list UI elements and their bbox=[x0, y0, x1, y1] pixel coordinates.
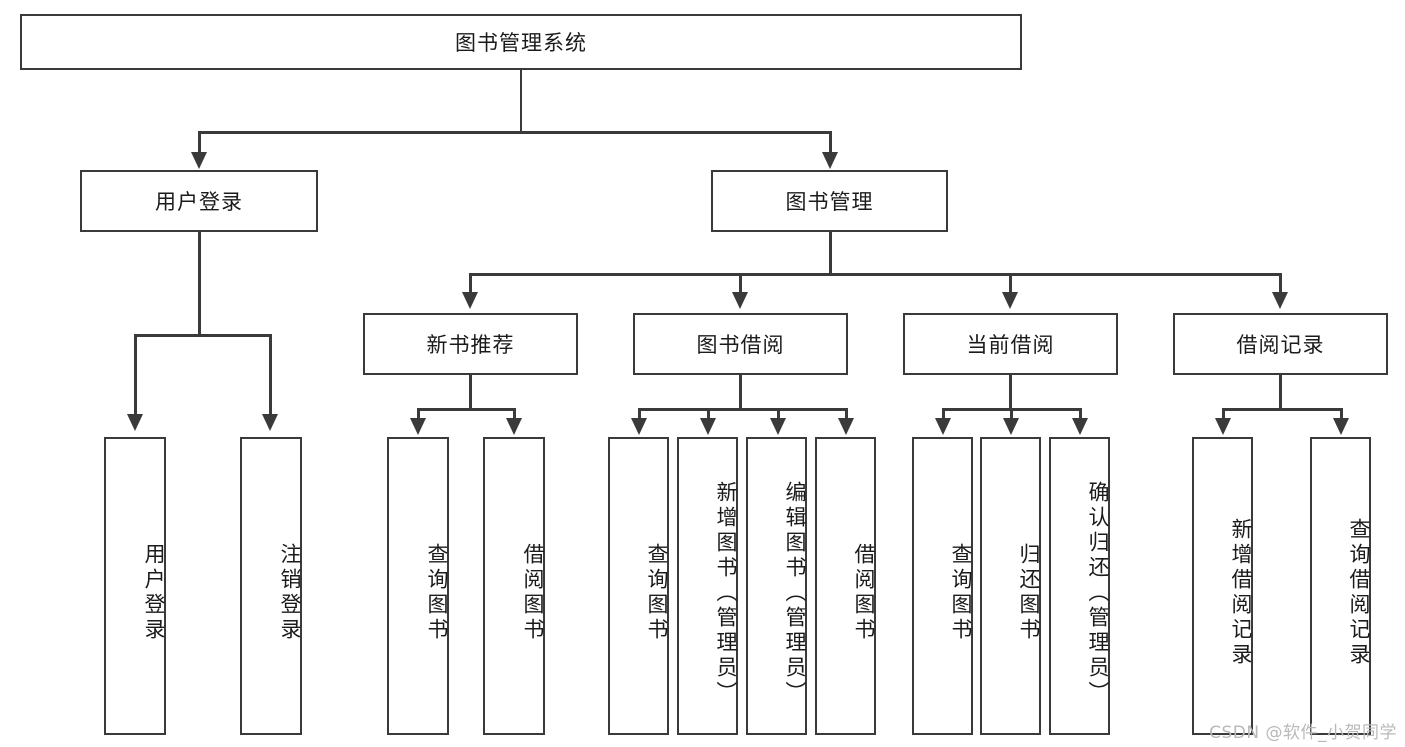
arrowhead-current-borrow-to-leaf-0 bbox=[935, 418, 951, 435]
leaf-label: 新增借阅记录 bbox=[1229, 518, 1253, 668]
leaf-book-borrow-query-books[interactable]: 查询图书 bbox=[608, 437, 669, 735]
arrowhead-new-book-to-leaf-0 bbox=[410, 418, 426, 435]
arrowhead-book-borrow-to-leaf-2 bbox=[770, 418, 786, 435]
arrowhead-borrow-record-to-leaf-1 bbox=[1333, 418, 1349, 435]
node-label: 图书管理系统 bbox=[455, 31, 587, 55]
leaf-label: 编辑图书（管理员） bbox=[783, 480, 807, 706]
node-label: 图书管理 bbox=[785, 190, 874, 214]
connector-current-borrow-to-leaf-2 bbox=[1079, 408, 1082, 420]
connector-book-mgmt-split-bar bbox=[469, 273, 1281, 276]
leaf-label: 借阅图书 bbox=[521, 543, 545, 643]
connector-borrow-record-to-leaf-0 bbox=[1222, 408, 1225, 420]
leaf-current-borrow-confirm-return-admin[interactable]: 确认归还（管理员） bbox=[1049, 437, 1110, 735]
arrowhead-current-borrow-to-leaf-1 bbox=[1003, 418, 1019, 435]
connector-current-borrow-trunk bbox=[1009, 375, 1012, 409]
leaf-user-login-login[interactable]: 用户登录 bbox=[104, 437, 166, 735]
connector-book-mgmt-to-borrow-record bbox=[1279, 273, 1282, 294]
node-label: 当前借阅 bbox=[966, 333, 1055, 357]
node-book-borrow[interactable]: 图书借阅 bbox=[633, 313, 848, 375]
leaf-label: 借阅图书 bbox=[852, 543, 876, 643]
leaf-label: 注销登录 bbox=[278, 543, 302, 643]
leaf-new-book-query-books[interactable]: 查询图书 bbox=[387, 437, 449, 735]
arrowhead-book-borrow-to-leaf-3 bbox=[838, 418, 854, 435]
leaf-book-borrow-borrow-books[interactable]: 借阅图书 bbox=[815, 437, 876, 735]
arrowhead-book-borrow-to-leaf-0 bbox=[631, 418, 647, 435]
arrowhead-root-to-user-login bbox=[191, 152, 207, 169]
leaf-label: 查询借阅记录 bbox=[1347, 518, 1371, 668]
arrowhead-book-mgmt-to-book-borrow bbox=[732, 292, 748, 309]
connector-root-split-bar bbox=[198, 131, 831, 134]
connector-user-login-to-leaf-0 bbox=[134, 334, 137, 417]
leaf-current-borrow-return-books[interactable]: 归还图书 bbox=[980, 437, 1041, 735]
node-label: 图书借阅 bbox=[696, 333, 785, 357]
connector-user-login-split-bar bbox=[134, 334, 270, 337]
node-user-login[interactable]: 用户登录 bbox=[80, 170, 318, 232]
leaf-label: 归还图书 bbox=[1017, 543, 1041, 643]
node-current-borrow[interactable]: 当前借阅 bbox=[903, 313, 1118, 375]
connector-borrow-record-split-bar bbox=[1222, 408, 1342, 411]
connector-new-book-to-leaf-0 bbox=[417, 408, 420, 420]
node-root-library-system[interactable]: 图书管理系统 bbox=[20, 14, 1022, 70]
leaf-current-borrow-query-books[interactable]: 查询图书 bbox=[912, 437, 973, 735]
connector-book-borrow-to-leaf-3 bbox=[845, 408, 848, 420]
connector-book-borrow-to-leaf-1 bbox=[707, 408, 710, 420]
leaf-book-borrow-add-book-admin[interactable]: 新增图书（管理员） bbox=[677, 437, 738, 735]
connector-new-book-trunk bbox=[469, 375, 472, 409]
node-label: 借阅记录 bbox=[1236, 333, 1325, 357]
arrowhead-book-mgmt-to-borrow-record bbox=[1272, 292, 1288, 309]
connector-book-mgmt-to-book-borrow bbox=[739, 273, 742, 294]
leaf-borrow-record-add-record[interactable]: 新增借阅记录 bbox=[1192, 437, 1253, 735]
leaf-label: 用户登录 bbox=[142, 543, 166, 643]
arrowhead-borrow-record-to-leaf-0 bbox=[1215, 418, 1231, 435]
arrowhead-user-login-to-leaf-0 bbox=[127, 414, 143, 431]
leaf-label: 查询图书 bbox=[949, 543, 973, 643]
connector-current-borrow-to-leaf-0 bbox=[942, 408, 945, 420]
leaf-new-book-borrow-books[interactable]: 借阅图书 bbox=[483, 437, 545, 735]
arrowhead-book-mgmt-to-new-book bbox=[462, 292, 478, 309]
node-new-book-recommend[interactable]: 新书推荐 bbox=[363, 313, 578, 375]
connector-book-mgmt-trunk bbox=[829, 232, 832, 274]
connector-new-book-split-bar bbox=[417, 408, 515, 411]
arrowhead-current-borrow-to-leaf-2 bbox=[1072, 418, 1088, 435]
connector-user-login-trunk bbox=[198, 232, 201, 335]
arrowhead-book-borrow-to-leaf-1 bbox=[700, 418, 716, 435]
connector-root-to-book-mgmt bbox=[829, 131, 832, 155]
connector-book-mgmt-to-current-borrow bbox=[1009, 273, 1012, 294]
connector-book-borrow-trunk bbox=[739, 375, 742, 409]
arrowhead-book-mgmt-to-current-borrow bbox=[1002, 292, 1018, 309]
connector-user-login-to-leaf-1 bbox=[269, 334, 272, 417]
connector-current-borrow-to-leaf-1 bbox=[1010, 408, 1013, 420]
leaf-book-borrow-edit-book-admin[interactable]: 编辑图书（管理员） bbox=[746, 437, 807, 735]
arrowhead-new-book-to-leaf-1 bbox=[506, 418, 522, 435]
connector-borrow-record-to-leaf-1 bbox=[1340, 408, 1343, 420]
arrowhead-user-login-to-leaf-1 bbox=[262, 414, 278, 431]
connector-book-borrow-to-leaf-0 bbox=[638, 408, 641, 420]
leaf-label: 新增图书（管理员） bbox=[714, 480, 738, 706]
leaf-label: 查询图书 bbox=[425, 543, 449, 643]
connector-root-to-user-login bbox=[198, 131, 201, 155]
leaf-label: 确认归还（管理员） bbox=[1086, 480, 1110, 706]
node-borrow-record[interactable]: 借阅记录 bbox=[1173, 313, 1388, 375]
node-book-management[interactable]: 图书管理 bbox=[711, 170, 948, 232]
leaf-user-login-logout[interactable]: 注销登录 bbox=[240, 437, 302, 735]
connector-book-borrow-split-bar bbox=[638, 408, 847, 411]
connector-borrow-record-trunk bbox=[1279, 375, 1282, 409]
arrowhead-root-to-book-mgmt bbox=[822, 152, 838, 169]
leaf-borrow-record-query-record[interactable]: 查询借阅记录 bbox=[1310, 437, 1371, 735]
node-label: 新书推荐 bbox=[426, 333, 515, 357]
connector-new-book-to-leaf-1 bbox=[513, 408, 516, 420]
connector-root-trunk bbox=[519, 70, 522, 132]
connector-book-borrow-to-leaf-2 bbox=[777, 408, 780, 420]
connector-book-mgmt-to-new-book bbox=[469, 273, 472, 294]
node-label: 用户登录 bbox=[155, 190, 243, 214]
leaf-label: 查询图书 bbox=[645, 543, 669, 643]
